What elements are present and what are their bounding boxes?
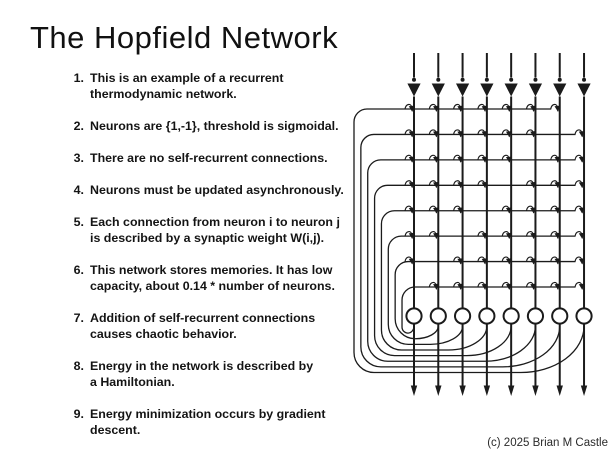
fact-line: Addition of self-recurrent connections <box>90 311 316 325</box>
fact-line: Neurons must be updated asynchronously. <box>90 183 344 197</box>
fact-line: Each connection from neuron i to neuron … <box>90 215 340 229</box>
fact-text: Addition of self-recurrent connections ca… <box>90 310 378 342</box>
fact-text: Each connection from neuron i to neuron … <box>90 214 378 246</box>
fact-number: 5. <box>73 215 84 229</box>
facts-list: 1. This is an example of a recurrent therm… <box>60 70 378 454</box>
fact-line: There are no self-recurrent connections. <box>90 151 328 165</box>
fact-number: 2. <box>73 119 84 133</box>
fact-item: 9. Energy minimization occurs by gradient… <box>60 406 378 438</box>
fact-number: 1. <box>73 71 84 85</box>
fact-line: a Hamiltonian. <box>90 375 175 389</box>
fact-text: Neurons are {1,-1}, threshold is sigmoid… <box>90 118 378 134</box>
fact-line: Energy minimization occurs by gradient <box>90 407 326 421</box>
fact-line: descent. <box>90 423 141 437</box>
fact-text: Energy minimization occurs by gradient de… <box>90 406 378 438</box>
fact-item: 8. Energy in the network is described by a… <box>60 358 378 390</box>
fact-number: 8. <box>73 359 84 373</box>
fact-item: 7. Addition of self-recurrent connections… <box>60 310 378 342</box>
fact-number: 3. <box>73 151 84 165</box>
fact-line: causes chaotic behavior. <box>90 327 237 341</box>
fact-text: Neurons must be updated asynchronously. <box>90 182 378 198</box>
fact-item: 5. Each connection from neuron i to neuro… <box>60 214 378 246</box>
fact-item: 2. Neurons are {1,-1}, threshold is sigmo… <box>60 118 378 134</box>
fact-line: Neurons are {1,-1}, threshold is sigmoid… <box>90 119 339 133</box>
fact-line: This is an example of a recurrent <box>90 71 284 85</box>
fact-text: This network stores memories. It has low… <box>90 262 378 294</box>
fact-text: Energy in the network is described by a H… <box>90 358 378 390</box>
copyright-text: (c) 2025 Brian M Castle <box>487 437 608 449</box>
fact-item: 6. This network stores memories. It has l… <box>60 262 378 294</box>
fact-line: thermodynamic network. <box>90 87 237 101</box>
page-title: The Hopfield Network <box>30 20 339 55</box>
fact-text: There are no self-recurrent connections. <box>90 150 378 166</box>
fact-number: 4. <box>73 183 84 197</box>
fact-text: This is an example of a recurrent thermod… <box>90 70 378 102</box>
fact-number: 6. <box>73 263 84 277</box>
fact-line: This network stores memories. It has low <box>90 263 333 277</box>
fact-item: 3. There are no self-recurrent connection… <box>60 150 378 166</box>
fact-line: is described by a synaptic weight W(i,j)… <box>90 231 325 245</box>
fact-number: 7. <box>73 311 84 325</box>
fact-item: 4. Neurons must be updated asynchronously… <box>60 182 378 198</box>
fact-number: 9. <box>73 407 84 421</box>
fact-line: Energy in the network is described by <box>90 359 314 373</box>
fact-line: capacity, about 0.14 * number of neurons… <box>90 279 335 293</box>
fact-item: 1. This is an example of a recurrent therm… <box>60 70 378 102</box>
